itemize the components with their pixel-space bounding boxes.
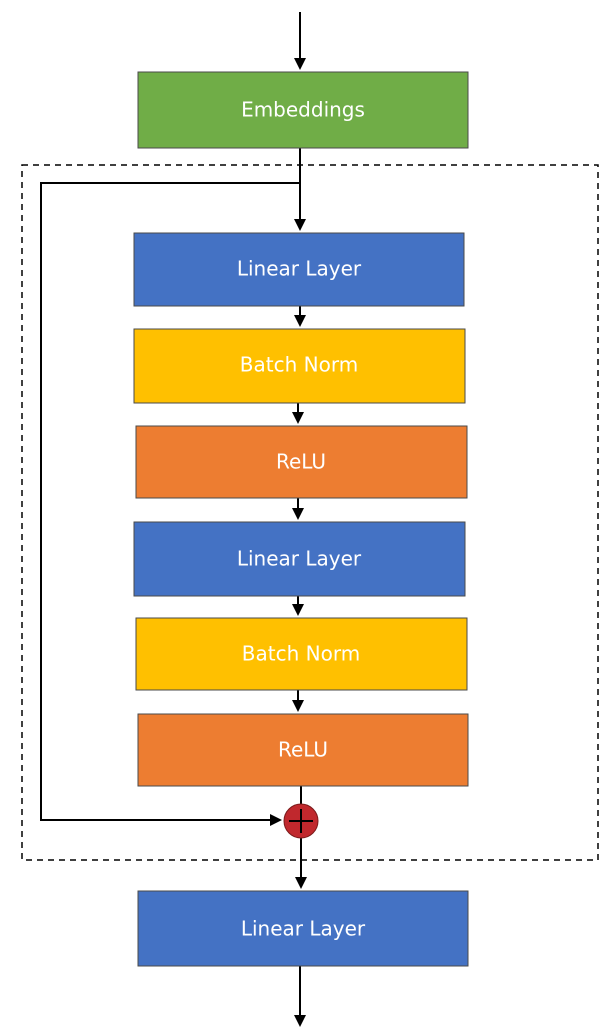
relu-label-2: ReLU (278, 738, 328, 762)
batch-norm-block-1: Batch Norm (133, 328, 466, 404)
relu-block-2: ReLU (137, 713, 469, 787)
linear-layer-label-1: Linear Layer (237, 257, 362, 281)
residual-group-border (21, 164, 599, 861)
linear-layer-block-2: Linear Layer (133, 521, 466, 597)
relu-box-2 (137, 713, 469, 787)
connectors (40, 12, 307, 1027)
relu-box-1 (135, 425, 468, 499)
batch-norm-box-1 (133, 328, 466, 404)
skip-connection (40, 182, 300, 826)
linear-layer-box-1 (133, 232, 465, 307)
linear-layer-label-3: Linear Layer (241, 917, 366, 941)
batch-norm-label-2: Batch Norm (242, 642, 360, 666)
embeddings-box (137, 71, 469, 149)
batch-norm-label-1: Batch Norm (240, 353, 358, 377)
embeddings-label: Embeddings (241, 98, 365, 122)
relu-label-1: ReLU (276, 450, 326, 474)
batch-norm-box-2 (135, 617, 468, 691)
linear-layer-box-3 (137, 890, 469, 967)
relu-block-1: ReLU (135, 425, 468, 499)
embeddings-block: Embeddings (137, 71, 469, 149)
linear-layer-block-1: Linear Layer (133, 232, 465, 307)
linear-layer-label-2: Linear Layer (237, 547, 362, 571)
plus-icon (289, 809, 313, 833)
linear-layer-block-3: Linear Layer (137, 890, 469, 967)
batch-norm-block-2: Batch Norm (135, 617, 468, 691)
linear-layer-box-2 (133, 521, 466, 597)
sum-node (283, 803, 319, 839)
